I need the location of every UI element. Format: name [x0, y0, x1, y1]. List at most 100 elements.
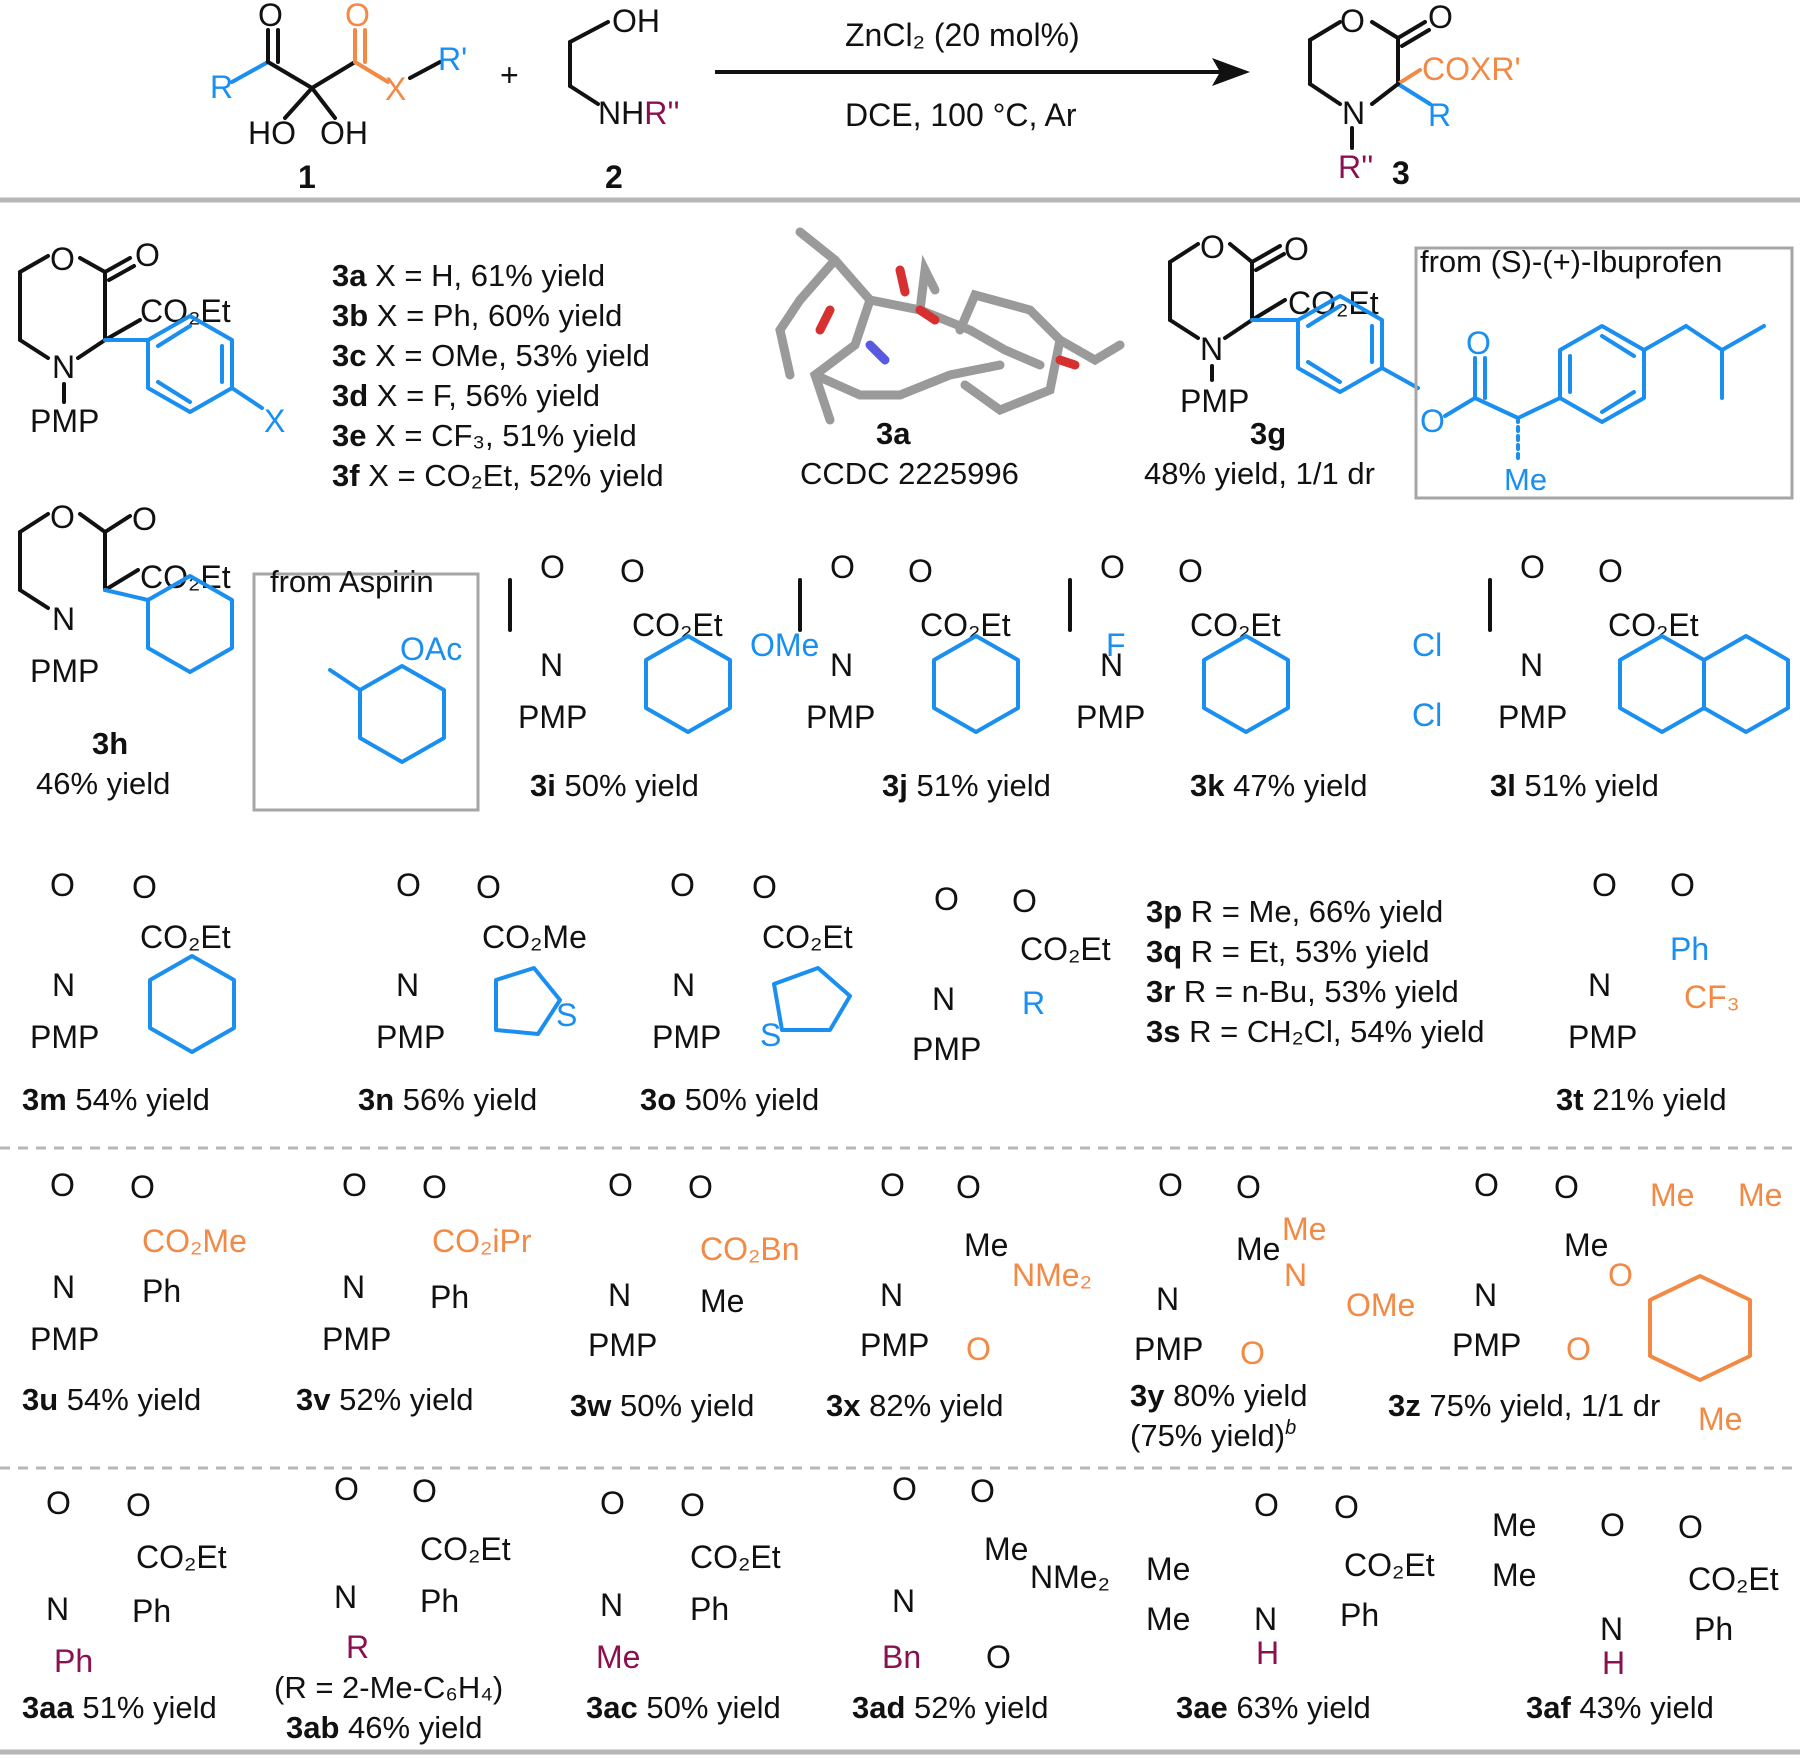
svg-text:CO₂Et: CO₂Et	[1020, 931, 1111, 967]
nh-label: NHR''	[598, 95, 680, 131]
svg-text:N: N	[46, 1591, 69, 1627]
caption-3v: 3v 52% yield	[296, 1382, 474, 1417]
svg-text:N: N	[1254, 1601, 1277, 1637]
structure-3i: O O CO₂Et N PMP OMe 3i 50% yield	[508, 549, 819, 803]
svg-text:O: O	[50, 499, 75, 535]
svg-text:N: N	[880, 1277, 903, 1313]
svg-text:CO₂Et: CO₂Et	[136, 1539, 227, 1575]
svg-text:CO₂Et: CO₂Et	[1344, 1547, 1435, 1583]
caption-3m: 3m 54% yield	[22, 1082, 210, 1117]
svg-text:O: O	[476, 869, 501, 905]
svg-text:O: O	[132, 501, 157, 537]
svg-text:OMe: OMe	[1346, 1287, 1415, 1323]
structure-3n: O O CO₂Me N PMP S 3n 56% yield	[358, 867, 587, 1117]
caption-3l: 3l 51% yield	[1490, 768, 1659, 803]
caption-3ac: 3ac 50% yield	[586, 1690, 781, 1725]
svg-text:N: N	[1588, 967, 1611, 1003]
svg-text:Me: Me	[1738, 1177, 1782, 1213]
oh-label: OH	[320, 115, 368, 151]
svg-text:Me: Me	[596, 1639, 640, 1675]
structure-3j: O O CO₂Et N PMP F 3j 51% yield	[798, 549, 1126, 803]
svg-text:O: O	[1012, 883, 1037, 919]
series-3p-3s-list: 3p R = Me, 66% yield 3q R = Et, 53% yiel…	[1146, 894, 1485, 1049]
structure-3k: O O CO₂Et N PMP Cl Cl 3k 47% yield	[1068, 549, 1442, 803]
svg-text:Ph: Ph	[690, 1591, 729, 1627]
svg-text:O: O	[1466, 325, 1491, 361]
svg-text:O: O	[1240, 1335, 1265, 1371]
svg-text:O: O	[608, 1167, 633, 1203]
caption-3o: 3o 50% yield	[640, 1082, 819, 1117]
svg-text:O: O	[1284, 231, 1309, 267]
svg-text:N: N	[342, 1269, 365, 1305]
caption-3x: 3x 82% yield	[826, 1388, 1004, 1423]
line-3p: 3p R = Me, 66% yield	[1146, 894, 1443, 929]
structure-3y: O O Me Me N OMe O N PMP 3y 80% yield (75…	[1130, 1167, 1415, 1453]
svg-text:PMP: PMP	[30, 1019, 99, 1055]
svg-text:O: O	[1600, 1507, 1625, 1543]
caption-3y: 3y 80% yield	[1130, 1378, 1308, 1413]
svg-text:Me: Me	[1236, 1231, 1280, 1267]
svg-text:PMP: PMP	[1568, 1019, 1637, 1055]
caption-3ab: 3ab 46% yield	[286, 1710, 482, 1745]
svg-text:OAc: OAc	[400, 631, 462, 667]
svg-text:Me: Me	[1564, 1227, 1608, 1263]
r-double-prime: R''	[1338, 149, 1373, 185]
svg-text:O: O	[1178, 553, 1203, 589]
svg-text:CO₂Et: CO₂Et	[1288, 285, 1379, 321]
svg-text:O: O	[966, 1331, 991, 1367]
svg-text:Ph: Ph	[1694, 1611, 1733, 1647]
line-3b: 3b X = Ph, 60% yield	[332, 298, 622, 333]
svg-text:O: O	[46, 1485, 71, 1521]
product-3: O O COXR' R N R'' 3	[1308, 0, 1521, 191]
structure-3u: O O CO₂Me Ph N PMP 3u 54% yield	[22, 1167, 247, 1417]
structure-3l: O O CO₂Et N PMP 3l 51% yield	[1488, 549, 1790, 803]
svg-text:PMP: PMP	[1498, 699, 1567, 735]
svg-text:O: O	[1100, 549, 1125, 585]
ester-o: O	[345, 0, 370, 33]
caption-3af: 3af 43% yield	[1526, 1690, 1714, 1725]
svg-text:PMP: PMP	[588, 1327, 657, 1363]
svg-text:O: O	[620, 553, 645, 589]
aspirin-source: from Aspirin	[270, 564, 434, 599]
structure-3p-3s: O O CO₂Et R N PMP	[912, 881, 1111, 1067]
svg-text:N: N	[608, 1277, 631, 1313]
note-3ab: (R = 2-Me-C₆H₄)	[274, 1670, 503, 1705]
coxr-label: COXR'	[1422, 51, 1521, 87]
yield-3h: 46% yield	[36, 766, 170, 801]
caption-3j: 3j 51% yield	[882, 768, 1051, 803]
svg-text:CO₂Et: CO₂Et	[140, 293, 231, 329]
svg-text:N: N	[1284, 1257, 1307, 1293]
svg-text:CO₂Bn: CO₂Bn	[700, 1231, 800, 1267]
svg-text:N: N	[672, 967, 695, 1003]
svg-text:N: N	[1156, 1281, 1179, 1317]
ho-label: HO	[248, 115, 296, 151]
svg-text:N: N	[1520, 647, 1543, 683]
svg-text:O: O	[1236, 1169, 1261, 1205]
svg-text:N: N	[1200, 331, 1223, 367]
structure-3ae: O O CO₂Et Ph Me Me N H 3ae 63% yield	[1146, 1487, 1435, 1725]
reaction-arrow: ZnCl₂ (20 mol%) DCE, 100 °C, Ar	[715, 17, 1250, 133]
svg-text:CO₂Et: CO₂Et	[690, 1539, 781, 1575]
svg-text:CF₃: CF₃	[1684, 979, 1740, 1015]
structure-3h: O O CO₂Et N PMP from Aspirin OAc 3h 46% …	[18, 499, 480, 812]
svg-text:O: O	[1254, 1487, 1279, 1523]
svg-text:N: N	[1100, 647, 1123, 683]
caption-3ae: 3ae 63% yield	[1176, 1690, 1371, 1725]
svg-text:CO₂Et: CO₂Et	[1688, 1561, 1779, 1597]
svg-text:O: O	[892, 1471, 917, 1507]
structure-3z: O O Me O O Me Me Me N PMP 3z 75% yield, …	[1388, 1167, 1782, 1437]
ketone-o: O	[258, 0, 283, 33]
svg-text:R: R	[1022, 985, 1045, 1021]
caption-3w: 3w 50% yield	[570, 1388, 754, 1423]
svg-text:O: O	[830, 549, 855, 585]
line-3s: 3s R = CH₂Cl, 54% yield	[1146, 1014, 1485, 1049]
svg-text:Ph: Ph	[1340, 1597, 1379, 1633]
svg-text:O: O	[1334, 1489, 1359, 1525]
svg-text:O: O	[50, 1167, 75, 1203]
structure-3g: O O CO₂Et N PMP from (S)-(+)-Ibuprofen O…	[1144, 229, 1794, 500]
svg-text:CO₂iPr: CO₂iPr	[432, 1223, 532, 1259]
svg-text:O: O	[1598, 553, 1623, 589]
crystal-label: 3a	[876, 416, 911, 451]
caption-3n: 3n 56% yield	[358, 1082, 537, 1117]
svg-text:O: O	[880, 1167, 905, 1203]
